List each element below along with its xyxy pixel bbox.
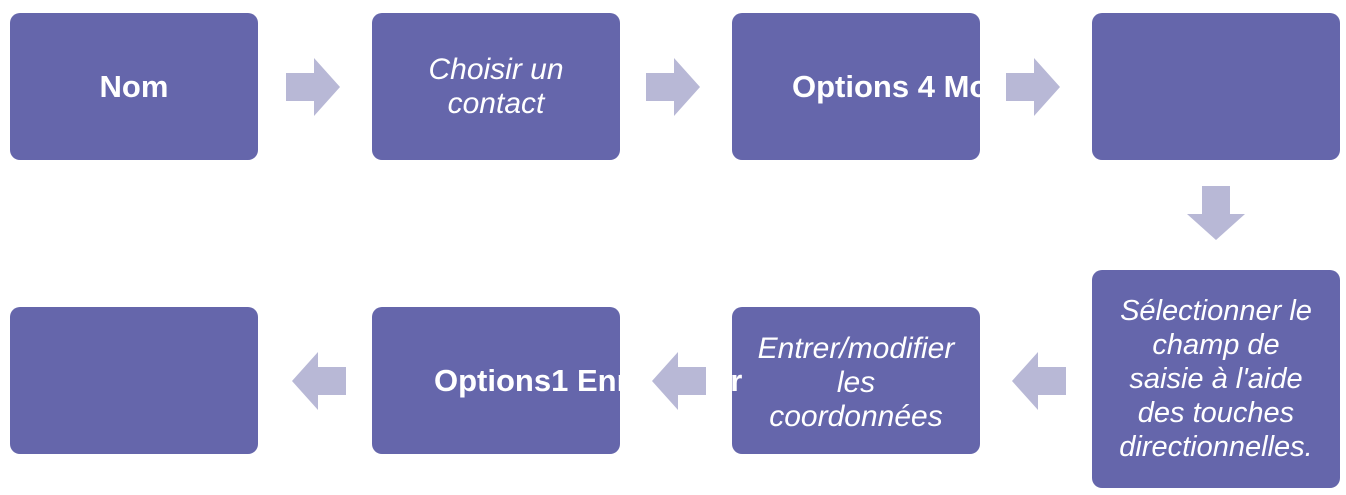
arrow-down-icon [1187,186,1245,240]
step-6-label: Entrer/modifier les coordonnées [757,331,955,433]
arrow-right-icon [286,58,340,116]
step-2-label: Choisir un contact [428,52,564,120]
step-5-box: Sélectionner le champ de saisie à l'aide… [1092,270,1340,488]
step-4-box [1092,13,1340,160]
arrow-left-icon [1012,352,1066,410]
step-2-box: Choisir un contact [372,13,620,160]
step-1-label: Nom [99,68,169,104]
step-1-box: Nom [10,13,258,160]
arrow-left-icon [652,352,706,410]
step-6-box: Entrer/modifier les coordonnées [732,307,980,454]
arrow-right-icon [1006,58,1060,116]
step-5-label: Sélectionner le champ de saisie à l'aide… [1119,295,1313,463]
arrow-left-icon [292,352,346,410]
step-7-box: Options1 Enregistrer [372,307,742,454]
step-8-box [10,307,258,454]
step-3-box: Options 4 Modifier [732,13,1064,160]
arrow-right-icon [646,58,700,116]
